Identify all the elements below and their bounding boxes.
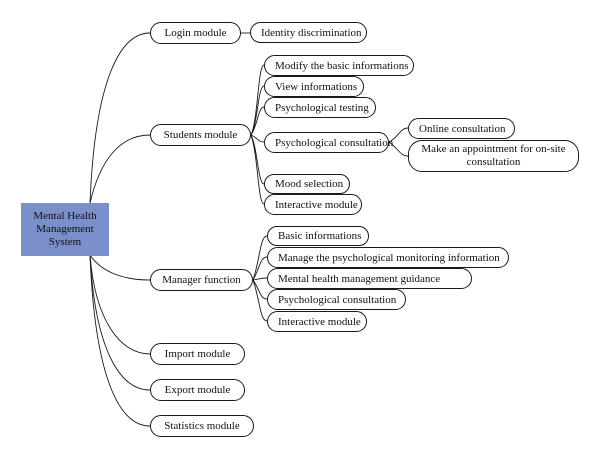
node-manager-interactive-module: Interactive module bbox=[267, 311, 367, 332]
node-label: Identity discrimination bbox=[261, 26, 362, 39]
node-label: Make an appointment for on-site consulta… bbox=[421, 143, 566, 168]
node-export-module: Export module bbox=[150, 379, 245, 401]
connector-login bbox=[89, 32, 151, 204]
node-label: Manage the psychological monitoring info… bbox=[278, 251, 500, 264]
node-modify-basic-informations: Modify the basic informations bbox=[264, 55, 414, 76]
node-label: Mood selection bbox=[275, 178, 344, 190]
node-label: Basic informations bbox=[278, 230, 362, 242]
connector-statistics bbox=[89, 254, 151, 427]
connector-manager-interactive bbox=[252, 279, 268, 322]
node-label: View informations bbox=[275, 80, 358, 93]
connector-import bbox=[89, 254, 151, 355]
root-label: Mental Health Management System bbox=[33, 210, 97, 248]
node-label: Mental health management guidance bbox=[278, 272, 441, 285]
connector-students-view bbox=[250, 85, 265, 136]
connector-manager-monitoring bbox=[252, 256, 268, 281]
node-basic-informations: Basic informations bbox=[267, 226, 369, 246]
node-mood-selection: Mood selection bbox=[264, 174, 350, 194]
node-manage-monitoring-information: Manage the psychological monitoring info… bbox=[267, 247, 509, 268]
node-label: Import module bbox=[164, 348, 231, 360]
node-label: Modify the basic informations bbox=[275, 59, 409, 72]
connector-appointment bbox=[388, 141, 409, 157]
node-students-module: Students module bbox=[150, 124, 251, 146]
connector-manager-guidance bbox=[252, 277, 268, 281]
node-label: Interactive module bbox=[275, 198, 358, 211]
node-online-consultation: Online consultation bbox=[408, 118, 515, 139]
node-identity-discrimination: Identity discrimination bbox=[250, 22, 367, 43]
node-label: Psychological consultation bbox=[275, 136, 394, 149]
node-label: Psychological testing bbox=[275, 101, 369, 114]
connector-students bbox=[89, 134, 151, 204]
node-label: Psychological consultation bbox=[278, 293, 397, 306]
node-label: Export module bbox=[164, 384, 231, 396]
node-statistics-module: Statistics module bbox=[150, 415, 254, 437]
connector-students-testing bbox=[250, 106, 265, 136]
node-psychological-testing: Psychological testing bbox=[264, 97, 376, 118]
node-interactive-module: Interactive module bbox=[264, 194, 362, 215]
node-manager-psychological-consultation: Psychological consultation bbox=[267, 289, 406, 310]
node-manager-function: Manager function bbox=[150, 269, 253, 291]
node-psychological-consultation: Psychological consultation bbox=[264, 132, 393, 153]
node-login-module: Login module bbox=[150, 22, 241, 44]
node-appointment-consultation: Make an appointment for on-site consulta… bbox=[408, 140, 579, 172]
node-view-informations: View informations bbox=[264, 76, 364, 97]
connector-students-consultation bbox=[250, 134, 265, 143]
connector-manager-consultation bbox=[252, 279, 268, 300]
connector-students-modify bbox=[250, 64, 265, 136]
connector-students-interactive bbox=[250, 134, 265, 205]
connector-manager-basic bbox=[252, 235, 268, 281]
node-label: Login module bbox=[164, 27, 227, 39]
node-import-module: Import module bbox=[150, 343, 245, 365]
node-label: Manager function bbox=[162, 274, 241, 286]
node-label: Interactive module bbox=[278, 315, 361, 328]
connector-online bbox=[388, 127, 409, 143]
node-label: Students module bbox=[163, 129, 238, 141]
connector-manager bbox=[89, 254, 151, 281]
node-label: Online consultation bbox=[419, 122, 506, 135]
root-node: Mental Health Management System bbox=[21, 203, 109, 256]
connector-export bbox=[89, 254, 151, 391]
node-mental-health-guidance: Mental health management guidance bbox=[267, 268, 472, 289]
node-label: Statistics module bbox=[164, 420, 240, 432]
